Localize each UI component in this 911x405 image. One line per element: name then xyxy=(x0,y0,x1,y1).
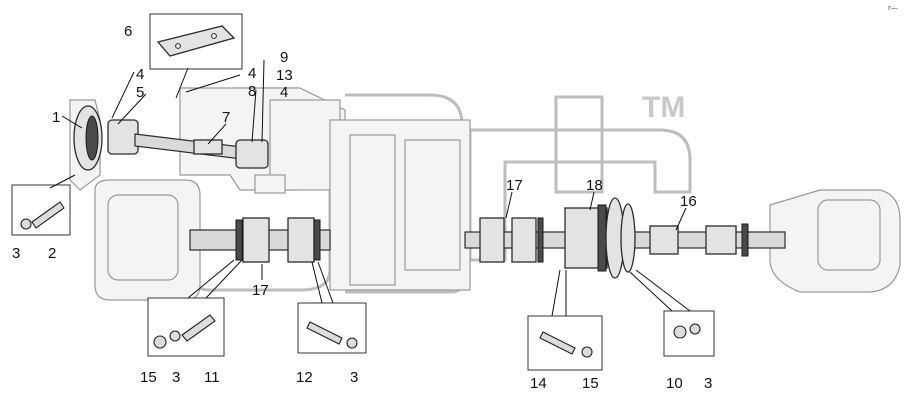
callout-6: 6 xyxy=(124,23,132,40)
callout-10: 10 xyxy=(666,375,683,392)
callout-13: 13 xyxy=(276,67,293,84)
part-6-plate xyxy=(149,13,243,70)
callout-3: 3 xyxy=(172,369,180,386)
center-flange-1 xyxy=(235,219,243,261)
rear-flange-2 xyxy=(741,223,749,257)
center-flange-2 xyxy=(313,219,321,261)
tractor-body xyxy=(69,87,901,301)
callout-1: 1 xyxy=(52,109,60,126)
washer xyxy=(689,323,701,335)
bolt xyxy=(306,321,343,345)
rear-drive-shaft xyxy=(464,197,786,279)
center-u-joint-2 xyxy=(287,217,315,263)
washer xyxy=(169,330,181,342)
callout-4: 4 xyxy=(136,66,144,83)
callout-8: 8 xyxy=(248,83,256,100)
coupling-disc-2 xyxy=(620,203,636,273)
rear-u-joint-1 xyxy=(479,217,505,263)
nut xyxy=(153,335,167,349)
washer xyxy=(346,337,358,349)
corner-mark: r— xyxy=(888,4,898,12)
callout-5: 5 xyxy=(136,84,144,101)
nut xyxy=(673,325,687,339)
watermark-text: TM xyxy=(642,91,685,124)
front-axle-cover xyxy=(107,194,179,281)
front-drive-shaft xyxy=(73,105,269,171)
rear-u-joint-4 xyxy=(705,225,737,255)
rear-yoke-front-shaft xyxy=(235,139,269,169)
callout-4: 4 xyxy=(248,65,256,82)
center-u-joint-1 xyxy=(242,217,270,263)
callout-3: 3 xyxy=(704,375,712,392)
washer xyxy=(20,218,32,230)
callout-3: 3 xyxy=(350,369,358,386)
bolt-kit-15-3-11 xyxy=(147,297,225,357)
nut xyxy=(581,346,593,358)
bolt-kit-14-15 xyxy=(527,315,603,371)
bolt xyxy=(181,314,216,342)
callout-16: 16 xyxy=(680,193,697,210)
bolt xyxy=(31,201,65,229)
watermark-letter-d xyxy=(554,95,604,194)
callout-9: 9 xyxy=(280,49,288,66)
callout-14: 14 xyxy=(530,375,547,392)
callout-4: 4 xyxy=(280,84,288,101)
bolt-kit-2-3 xyxy=(11,184,71,236)
transmission-panel-left xyxy=(349,134,396,286)
center-drive-shaft xyxy=(189,217,331,263)
rear-u-joint-2 xyxy=(511,217,537,263)
rear-flange-1 xyxy=(537,217,544,263)
bolt-kit-12-3 xyxy=(297,302,367,354)
watermark-letter-c xyxy=(468,128,692,262)
callout-3: 3 xyxy=(12,245,20,262)
callout-2: 2 xyxy=(48,245,56,262)
front-yoke xyxy=(107,119,139,155)
callout-7: 7 xyxy=(222,109,230,126)
callout-15: 15 xyxy=(582,375,599,392)
kit-frame xyxy=(663,310,715,357)
callout-17: 17 xyxy=(506,177,523,194)
callout-15: 15 xyxy=(140,369,157,386)
callout-18: 18 xyxy=(586,177,603,194)
bolt xyxy=(539,331,576,355)
callout-labels: 1 2 3 4 5 6 4 8 9 13 4 7 17 15 3 11 12 3… xyxy=(12,23,712,392)
callout-12: 12 xyxy=(296,369,313,386)
plate-hole xyxy=(211,33,217,39)
rear-u-joint-3 xyxy=(649,225,679,255)
bracket-plate xyxy=(254,174,286,194)
front-flange-hub xyxy=(85,115,99,161)
rear-axle-cover xyxy=(817,199,881,271)
leader-lines xyxy=(49,59,691,317)
shaft-slip-joint xyxy=(193,139,223,155)
transmission-panel-right xyxy=(404,139,461,271)
support-flange xyxy=(597,204,607,272)
callout-11: 11 xyxy=(204,369,220,386)
bolt-kit-10-3 xyxy=(663,310,715,357)
callout-17: 17 xyxy=(252,282,269,299)
plate-hole xyxy=(175,43,181,49)
